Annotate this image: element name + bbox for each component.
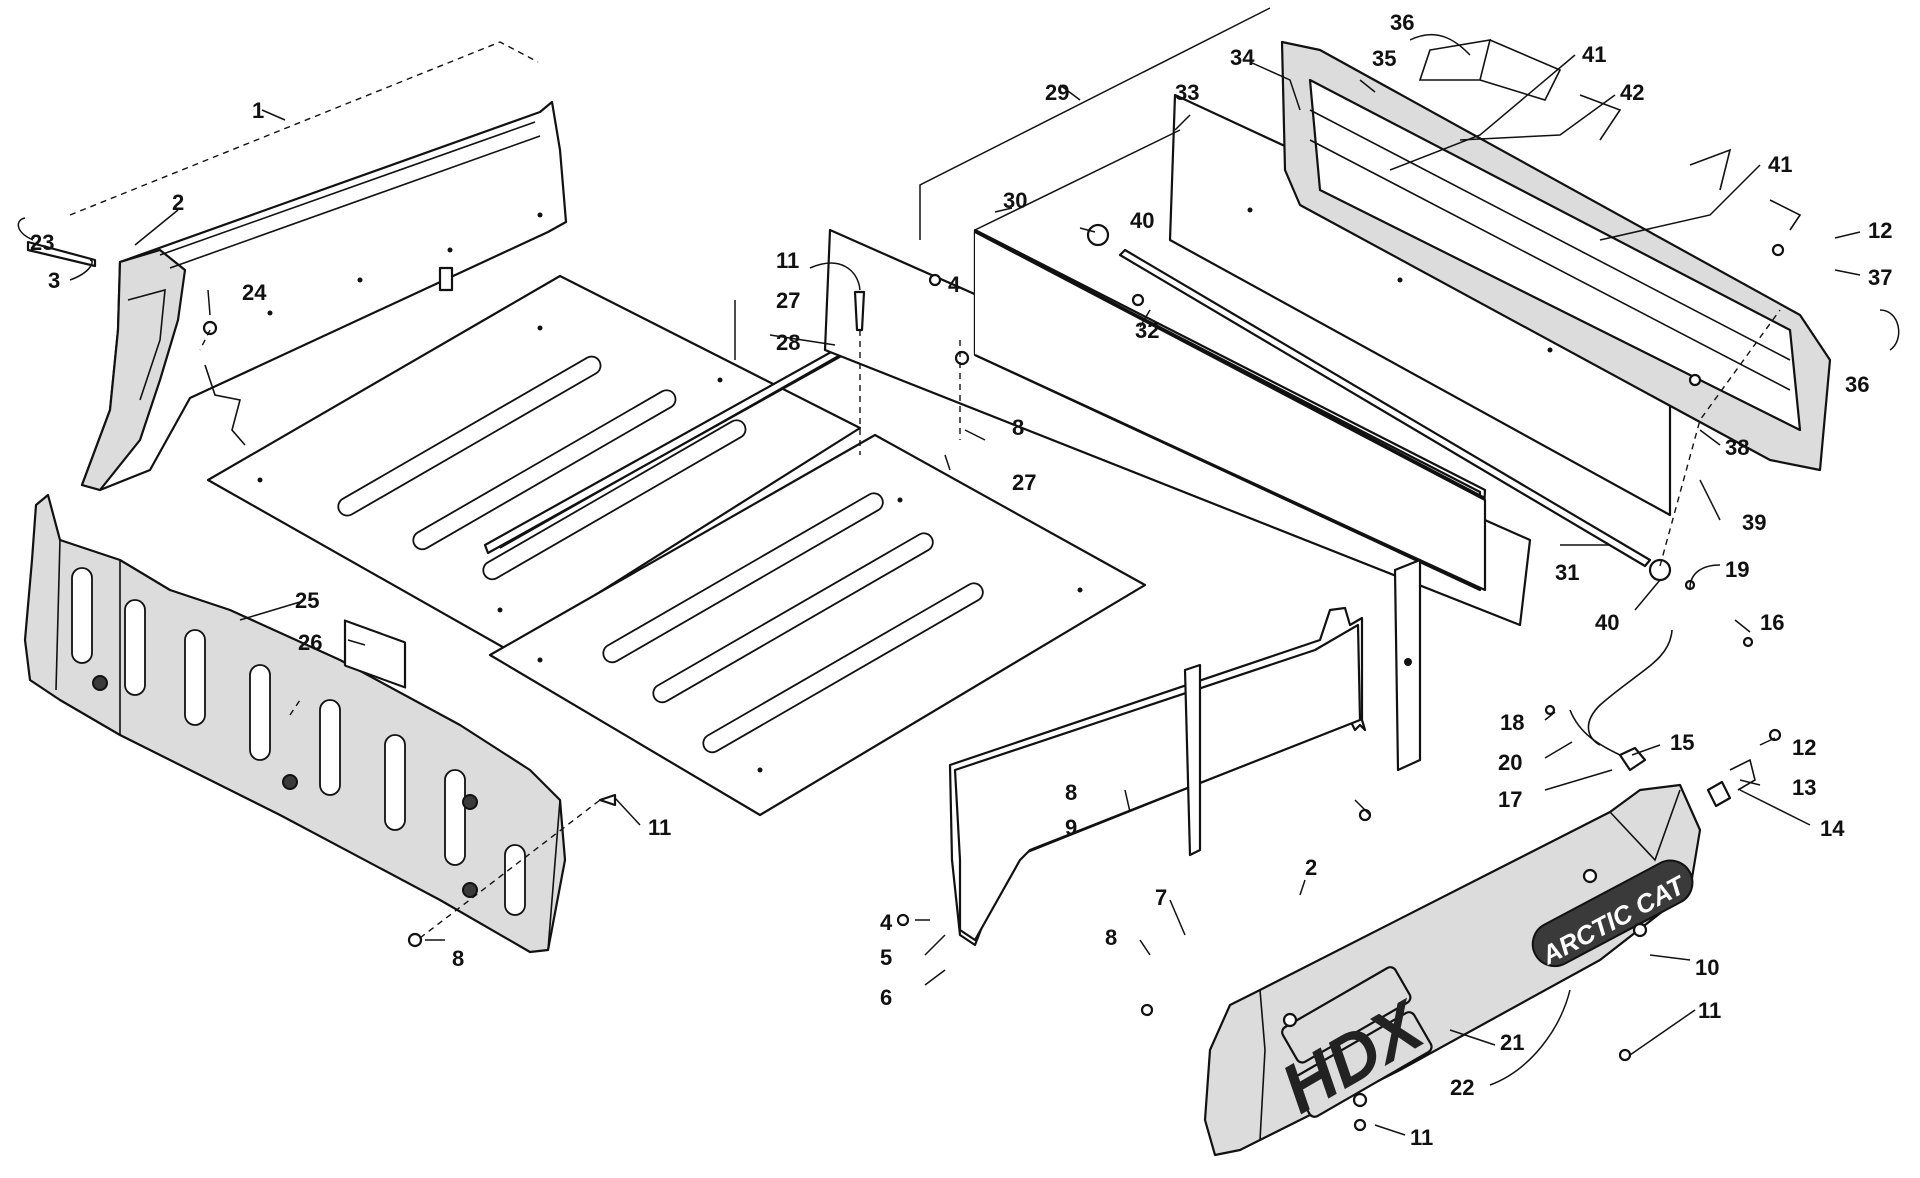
callout-1: 1 bbox=[252, 98, 264, 123]
callout-26: 26 bbox=[298, 630, 322, 655]
tailgate-hinge-rod bbox=[1086, 223, 1672, 582]
assembly-lines bbox=[199, 309, 1781, 939]
callout-12: 12 bbox=[1792, 735, 1816, 760]
callout-37: 37 bbox=[1868, 265, 1892, 290]
callout-31: 31 bbox=[1555, 560, 1579, 585]
callout-25: 25 bbox=[295, 588, 319, 613]
latch-hardware bbox=[1569, 629, 1756, 808]
callout-41: 41 bbox=[1768, 152, 1792, 177]
callout-39: 39 bbox=[1742, 510, 1766, 535]
callout-3: 3 bbox=[48, 268, 60, 293]
callout-2: 2 bbox=[172, 190, 184, 215]
callout-22: 22 bbox=[1450, 1075, 1474, 1100]
callout-11: 11 bbox=[1698, 998, 1721, 1023]
fasteners bbox=[26, 240, 1785, 1132]
front-bed-wall bbox=[69, 41, 568, 492]
callout-7: 7 bbox=[1155, 885, 1167, 910]
callout-27: 27 bbox=[1012, 470, 1036, 495]
callout-23: 23 bbox=[30, 230, 54, 255]
rear-bulkhead-panel bbox=[23, 493, 567, 954]
callout-8: 8 bbox=[1012, 415, 1024, 440]
callout-13: 13 bbox=[1792, 775, 1816, 800]
callout-11: 11 bbox=[776, 248, 799, 273]
callout-29: 29 bbox=[1045, 80, 1069, 105]
callout-24: 24 bbox=[242, 280, 267, 305]
callout-33: 33 bbox=[1175, 80, 1199, 105]
callout-8: 8 bbox=[452, 946, 464, 971]
callout-12: 12 bbox=[1868, 218, 1892, 243]
corner-post-front bbox=[1183, 663, 1202, 857]
rear-frame-brace bbox=[919, 7, 1271, 240]
callout-15: 15 bbox=[1670, 730, 1694, 755]
callout-34: 34 bbox=[1230, 45, 1255, 70]
callout-30: 30 bbox=[1003, 188, 1027, 213]
callout-19: 19 bbox=[1725, 557, 1749, 582]
tailgate-shell bbox=[1280, 40, 1832, 472]
callout-41: 41 bbox=[1582, 42, 1606, 67]
tailgate-decals bbox=[1418, 39, 1802, 231]
callout-40: 40 bbox=[1130, 208, 1154, 233]
bed-floor-panel-left bbox=[206, 274, 862, 652]
callout-42: 42 bbox=[1620, 80, 1644, 105]
callout-9: 9 bbox=[1065, 815, 1077, 840]
callout-labels: 1 2 3 23 24 25 26 11 8 11 27 28 8 27 29 … bbox=[30, 10, 1892, 1150]
callout-18: 18 bbox=[1500, 710, 1524, 735]
callout-28: 28 bbox=[776, 330, 800, 355]
callout-11: 11 bbox=[1410, 1125, 1433, 1150]
callout-4: 4 bbox=[880, 910, 893, 935]
callout-27: 27 bbox=[776, 288, 800, 313]
callout-40: 40 bbox=[1595, 610, 1619, 635]
side-wall-panel bbox=[948, 606, 1367, 947]
callout-17: 17 bbox=[1498, 787, 1522, 812]
bulkhead-label-decal bbox=[343, 619, 407, 689]
callout-5: 5 bbox=[880, 945, 892, 970]
callout-32: 32 bbox=[1135, 318, 1159, 343]
tailgate-outer-panel bbox=[973, 228, 1487, 592]
callout-20: 20 bbox=[1498, 750, 1522, 775]
bed-floor-panel-right bbox=[488, 433, 1147, 817]
callout-2: 2 bbox=[1305, 855, 1317, 880]
callout-21: 21 bbox=[1500, 1030, 1524, 1055]
callout-10: 10 bbox=[1695, 955, 1719, 980]
leader-lines bbox=[17, 33, 1900, 1136]
corner-post-rear bbox=[1393, 558, 1422, 772]
callout-35: 35 bbox=[1372, 46, 1396, 71]
bulkhead-ribs bbox=[71, 567, 526, 916]
callout-6: 6 bbox=[880, 985, 892, 1010]
callout-4: 4 bbox=[948, 272, 961, 297]
callout-16: 16 bbox=[1760, 610, 1784, 635]
callout-11: 11 bbox=[648, 815, 671, 840]
callout-36: 36 bbox=[1845, 372, 1869, 397]
callout-14: 14 bbox=[1820, 816, 1845, 841]
callout-8: 8 bbox=[1105, 925, 1117, 950]
callout-8: 8 bbox=[1065, 780, 1077, 805]
callout-38: 38 bbox=[1725, 435, 1749, 460]
callout-36: 36 bbox=[1390, 10, 1414, 35]
